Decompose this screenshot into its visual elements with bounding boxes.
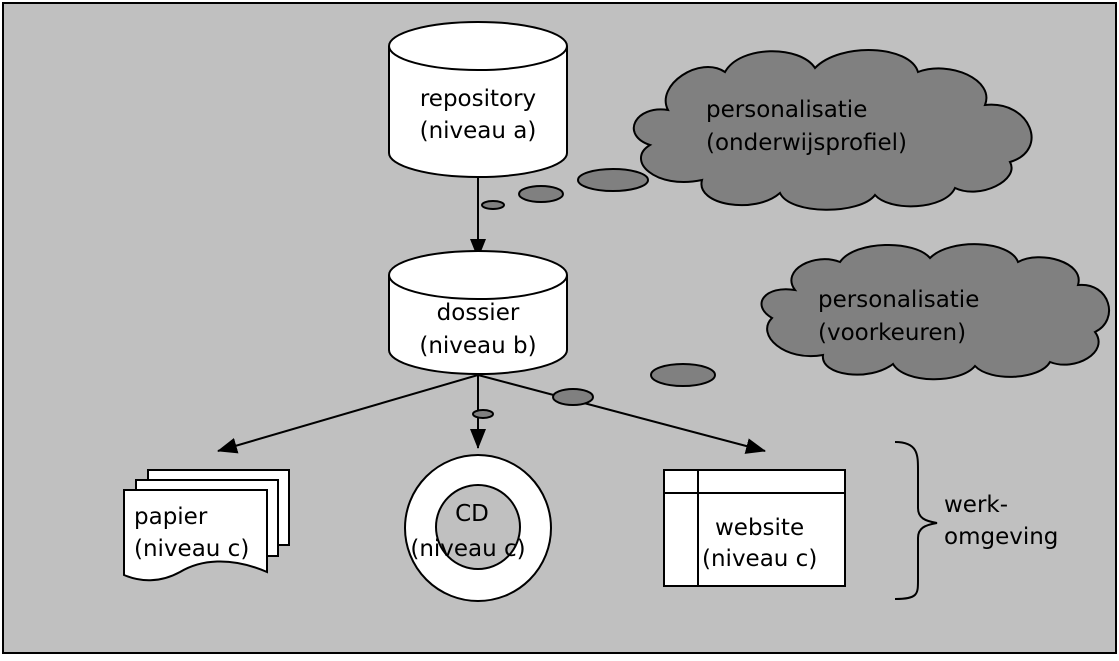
werkomgeving-group: werk- omgeving bbox=[894, 441, 1058, 600]
cloud-profile-subtitle: (onderwijsprofiel) bbox=[706, 130, 907, 156]
arrow-dossier-to-papier bbox=[217, 374, 479, 454]
dossier-label: dossier bbox=[437, 300, 520, 326]
cloud-preferences-subtitle: (voorkeuren) bbox=[818, 320, 966, 346]
repository-level-label: (niveau a) bbox=[420, 118, 537, 144]
thought-bubble bbox=[472, 409, 494, 419]
website-window-icon: website (niveau c) bbox=[663, 469, 846, 587]
papier-level-label: (niveau c) bbox=[134, 536, 249, 562]
cloud-preferences: personalisatie (voorkeuren) bbox=[760, 243, 1111, 381]
thought-bubble bbox=[577, 168, 649, 192]
brace-label-line1: werk- bbox=[944, 492, 1008, 518]
website-label: website bbox=[715, 515, 804, 541]
thought-bubble bbox=[518, 185, 564, 203]
papier-document-icon: papier (niveau c) bbox=[123, 469, 290, 582]
dossier-level-label: (niveau b) bbox=[419, 333, 536, 359]
curly-brace bbox=[894, 441, 938, 600]
repository-cylinder: repository (niveau a) bbox=[388, 21, 568, 178]
dossier-cylinder: dossier (niveau b) bbox=[388, 250, 568, 375]
thought-bubble bbox=[650, 363, 716, 387]
cd-disc-icon: CD (niveau c) bbox=[404, 454, 552, 602]
arrow-dossier-to-website bbox=[477, 374, 766, 454]
thought-bubbles-profile bbox=[481, 168, 649, 210]
cd-label: CD bbox=[455, 501, 489, 527]
papier-label: papier bbox=[134, 504, 208, 530]
cloud-profile: personalisatie (onderwijsprofiel) bbox=[632, 49, 1033, 211]
cloud-preferences-title: personalisatie bbox=[818, 287, 979, 313]
website-level-label: (niveau c) bbox=[702, 546, 817, 572]
repository-label: repository bbox=[420, 86, 536, 112]
brace-label-line2: omgeving bbox=[944, 524, 1058, 550]
cloud-profile-title: personalisatie bbox=[706, 97, 867, 123]
thought-bubble bbox=[481, 200, 505, 210]
cd-level-label: (niveau c) bbox=[410, 536, 525, 562]
thought-bubble bbox=[552, 388, 594, 406]
thought-bubbles-preferences bbox=[472, 363, 716, 419]
